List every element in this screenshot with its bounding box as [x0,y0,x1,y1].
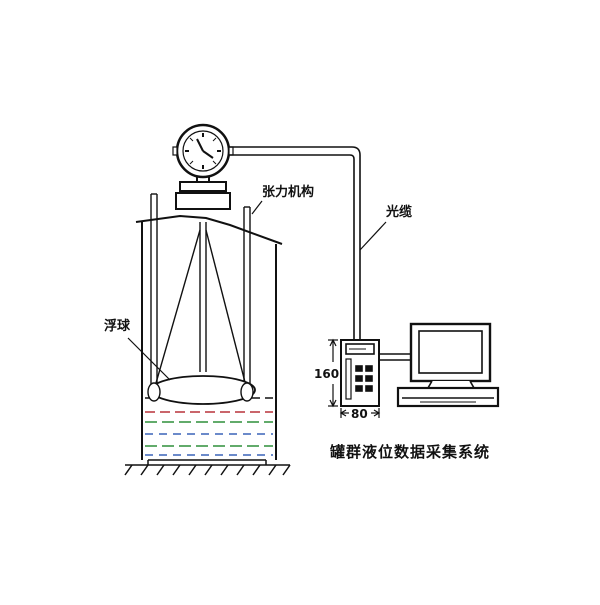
tank-roof [135,214,283,245]
fiber-cable-callout: 光缆 [359,204,412,251]
float-ball-assembly [147,222,256,405]
monitor-icon [396,322,500,408]
float-ball-label: 浮球 [104,318,131,334]
fiber-cable-label: 光缆 [385,204,412,220]
float-right-sleeve [240,382,254,402]
system-title: 罐群液位数据采集系统 [329,443,490,461]
height-dimension-label: 160 [314,367,339,381]
float-left-sleeve [147,382,161,402]
height-dimension [328,338,338,408]
data-link-cable [379,353,412,361]
tension-mechanism-callout: 张力机构 [251,184,314,215]
fiber-optic-cable [229,146,361,340]
float-ball-callout: 浮球 [104,318,171,381]
storage-tank [135,214,283,460]
ground-base [124,459,291,476]
width-dimension-label: 80 [351,407,368,421]
liquid-levels [145,397,273,456]
guide-rods [150,193,251,398]
tension-mechanism-label: 张力机构 [262,184,314,200]
dial-gauge-icon [172,123,234,210]
data-collector-icon [340,339,380,407]
width-dimension [339,408,381,418]
float-ball [150,375,256,405]
